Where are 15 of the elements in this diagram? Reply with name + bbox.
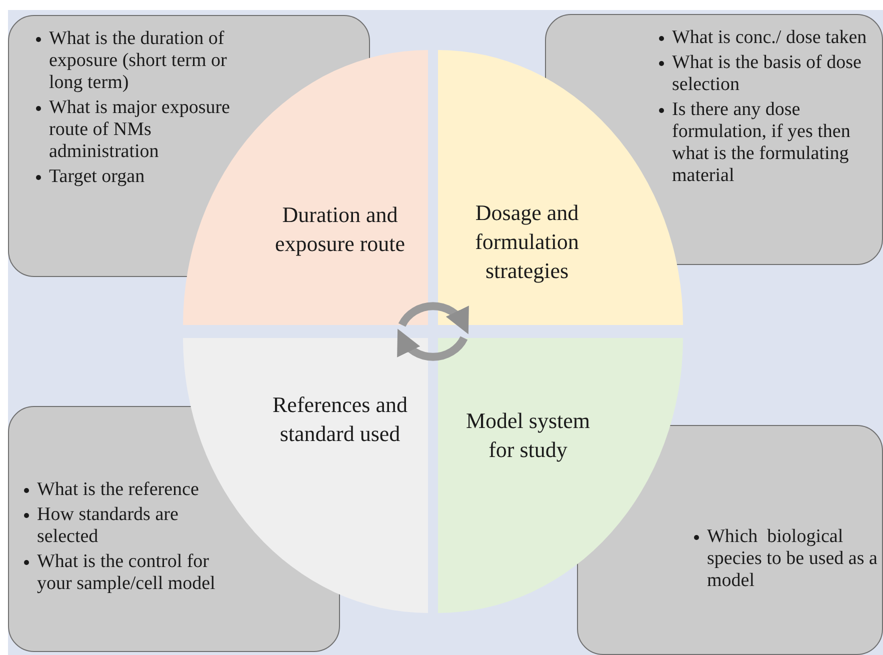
- bullet-item: What is the duration of exposure (short term or long term): [33, 28, 255, 94]
- bullet-item: What is conc./ dose taken: [656, 27, 876, 49]
- segment-title: References and standard used: [272, 391, 408, 448]
- segment-title: Model system for study: [464, 407, 592, 464]
- bullet-item: What is the control for your sample/cell model: [21, 551, 221, 595]
- bullet-item: Is there any dose formulation, if yes then what is the formulating material: [656, 99, 876, 187]
- bullet-item: What is major exposure route of NMs administration: [33, 97, 255, 163]
- segment-title: Dosage and formulation strategies: [474, 199, 580, 285]
- bullet-item: Which biological species to be used as a model: [691, 526, 881, 592]
- curved-arrow: [398, 302, 470, 334]
- segment-title: Duration and exposure route: [274, 201, 406, 258]
- curved-arrow: [396, 329, 468, 361]
- bullet-item: How standards are selected: [21, 504, 221, 548]
- bullet-item: What is the basis of dose selection: [656, 52, 876, 96]
- bullet-item: What is the reference: [21, 479, 221, 501]
